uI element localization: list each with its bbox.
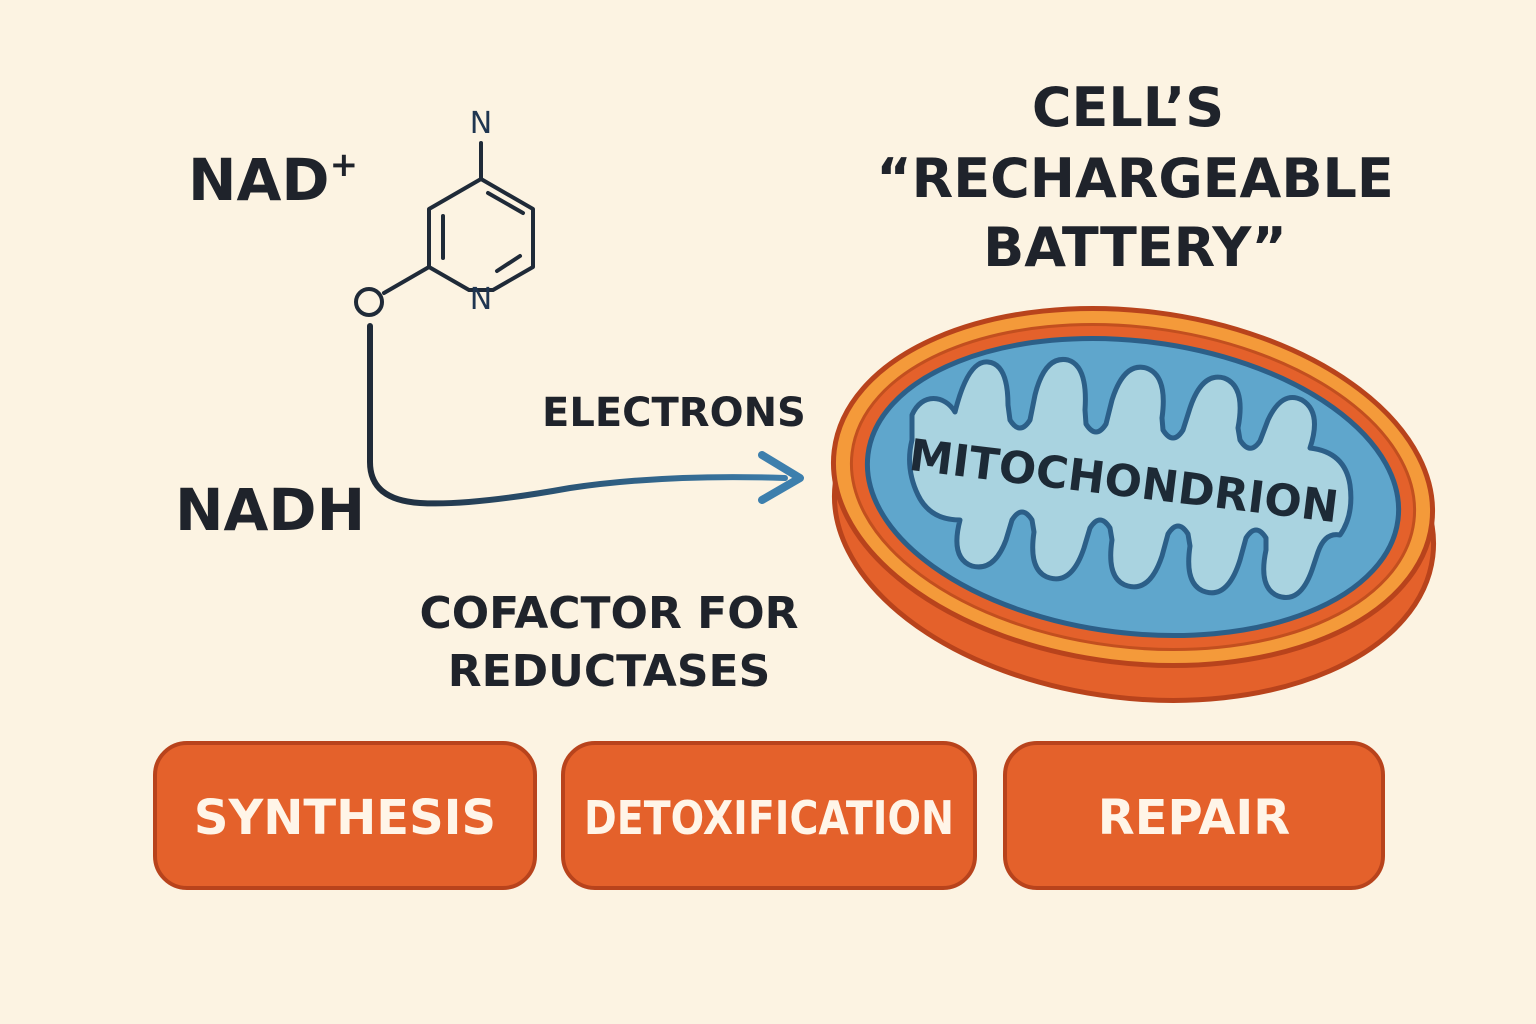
ring-double-bond-1 xyxy=(486,191,525,215)
role-pill-detoxification: DETOXIFICATION xyxy=(561,741,977,890)
cofactor-line-1: COFACTOR FOR xyxy=(419,588,798,639)
atom-label-ring-n: N xyxy=(470,282,492,317)
arrow-shaft xyxy=(367,323,788,507)
mitochondrion: MITOCHONDRION xyxy=(830,306,1437,703)
pill-box-repair xyxy=(1003,741,1385,890)
pyridine-ring xyxy=(427,177,535,292)
cofactor-line-2: REDUCTASES xyxy=(448,646,771,697)
nad-plus-text: NAD xyxy=(188,146,330,214)
cristae-folds xyxy=(907,356,1354,600)
electrons-label: ELECTRONS xyxy=(542,390,806,436)
title-line-3: BATTERY” xyxy=(983,216,1287,279)
role-pill-synthesis: SYNTHESIS xyxy=(153,741,537,890)
pill-label-repair: REPAIR xyxy=(1098,790,1291,846)
title-line-1: CELL’S xyxy=(1032,76,1224,139)
electron-flow-arrow xyxy=(367,323,804,507)
arrow-head xyxy=(758,451,804,504)
ring-double-bond-3 xyxy=(495,254,522,273)
pill-box-synthesis xyxy=(153,741,537,890)
nad-plus-charge: + xyxy=(330,145,359,185)
battery-title: CELL’S “RECHARGEABLE BATTERY” xyxy=(876,76,1394,279)
nad-molecule-structure: N N xyxy=(354,106,535,317)
cofactor-caption: COFACTOR FOR REDUCTASES xyxy=(419,588,798,697)
atom-label-top-n: N xyxy=(470,106,492,141)
nad-plus-label: NAD+ xyxy=(188,145,358,214)
role-pill-repair: REPAIR xyxy=(1003,741,1385,890)
pill-label-detoxification: DETOXIFICATION xyxy=(584,791,954,845)
nadh-label: NADH xyxy=(175,476,365,544)
bond-ring-to-oxygen xyxy=(382,265,431,295)
pill-label-synthesis: SYNTHESIS xyxy=(194,790,496,846)
title-line-2: “RECHARGEABLE xyxy=(876,147,1394,210)
oxygen-atom-ring xyxy=(354,287,384,317)
pill-box-detoxification xyxy=(561,741,977,890)
